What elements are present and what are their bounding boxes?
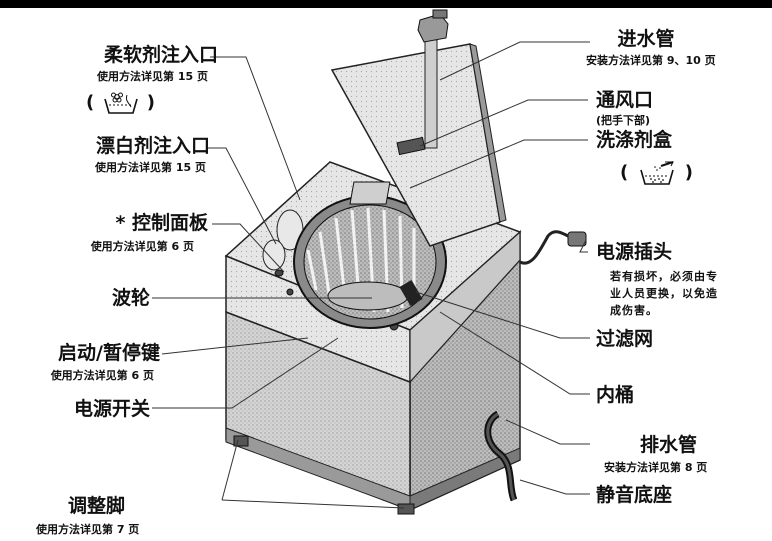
vent-label: 通风口 bbox=[596, 89, 654, 111]
power-cord bbox=[519, 230, 577, 265]
softener-icon-row: ( ) bbox=[86, 90, 155, 116]
feet-label: 调整脚 bbox=[68, 495, 126, 517]
paren-close-2: ) bbox=[684, 162, 694, 183]
inlet-hose-note: 安装方法详见第 9、10 页 bbox=[586, 54, 716, 67]
softener-label: 柔软剂注入口 bbox=[103, 44, 218, 66]
control-panel-label: * 控制面板 bbox=[115, 212, 208, 234]
power-switch-label: 电源开关 bbox=[73, 398, 150, 420]
detergent-icon-row: ( ) bbox=[620, 160, 693, 186]
bleach-inlet bbox=[262, 239, 286, 271]
inlet-pipe bbox=[424, 39, 438, 149]
foot-left bbox=[233, 435, 249, 447]
drain-hose-label: 排水管 bbox=[640, 434, 698, 456]
paren-close: ) bbox=[146, 92, 156, 113]
start-pause-note: 使用方法详见第 6 页 bbox=[50, 369, 154, 382]
softener-basin-icon bbox=[103, 92, 138, 114]
foot-right bbox=[397, 503, 415, 515]
pulsator bbox=[327, 281, 409, 311]
bleach-note: 使用方法详见第 15 页 bbox=[95, 161, 206, 174]
lint-filter-label: 过滤网 bbox=[596, 328, 654, 350]
bleach-label: 漂白剂注入口 bbox=[95, 135, 210, 157]
detergent-box-label: 洗涤剂盒 bbox=[596, 129, 673, 151]
start-pause-label: 启动/暂停键 bbox=[58, 342, 160, 364]
top-border bbox=[0, 0, 772, 8]
vent-shape bbox=[396, 136, 426, 156]
leader-lines bbox=[152, 41, 590, 509]
power-plug-note-2: 业人员更换，以免造 bbox=[610, 287, 718, 300]
paren-open-2: ( bbox=[620, 162, 629, 183]
power-plug-note-3: 成伤害。 bbox=[610, 304, 658, 317]
feet-note: 使用方法详见第 7 页 bbox=[36, 523, 140, 536]
detergent-box-shape bbox=[349, 181, 391, 205]
control-panel-note: 使用方法详见第 6 页 bbox=[90, 240, 194, 253]
power-plug-label: 电源插头 bbox=[596, 241, 673, 263]
softener-note: 使用方法详见第 15 页 bbox=[97, 70, 208, 83]
silent-base-label: 静音底座 bbox=[596, 484, 673, 506]
power-plug-note-1: 若有损坏，必须由专 bbox=[610, 270, 718, 283]
detergent-basin-icon bbox=[639, 161, 674, 185]
inner-tub-label: 内桶 bbox=[596, 384, 635, 406]
vent-note: (把手下部) bbox=[596, 114, 651, 127]
power-plug bbox=[567, 231, 587, 247]
paren-open: ( bbox=[86, 92, 95, 113]
pulsator-label: 波轮 bbox=[111, 287, 150, 309]
lint-filter bbox=[399, 279, 423, 307]
drain-hose-note: 安装方法详见第 8 页 bbox=[604, 461, 708, 474]
inlet-hose-label: 进水管 bbox=[617, 28, 675, 50]
